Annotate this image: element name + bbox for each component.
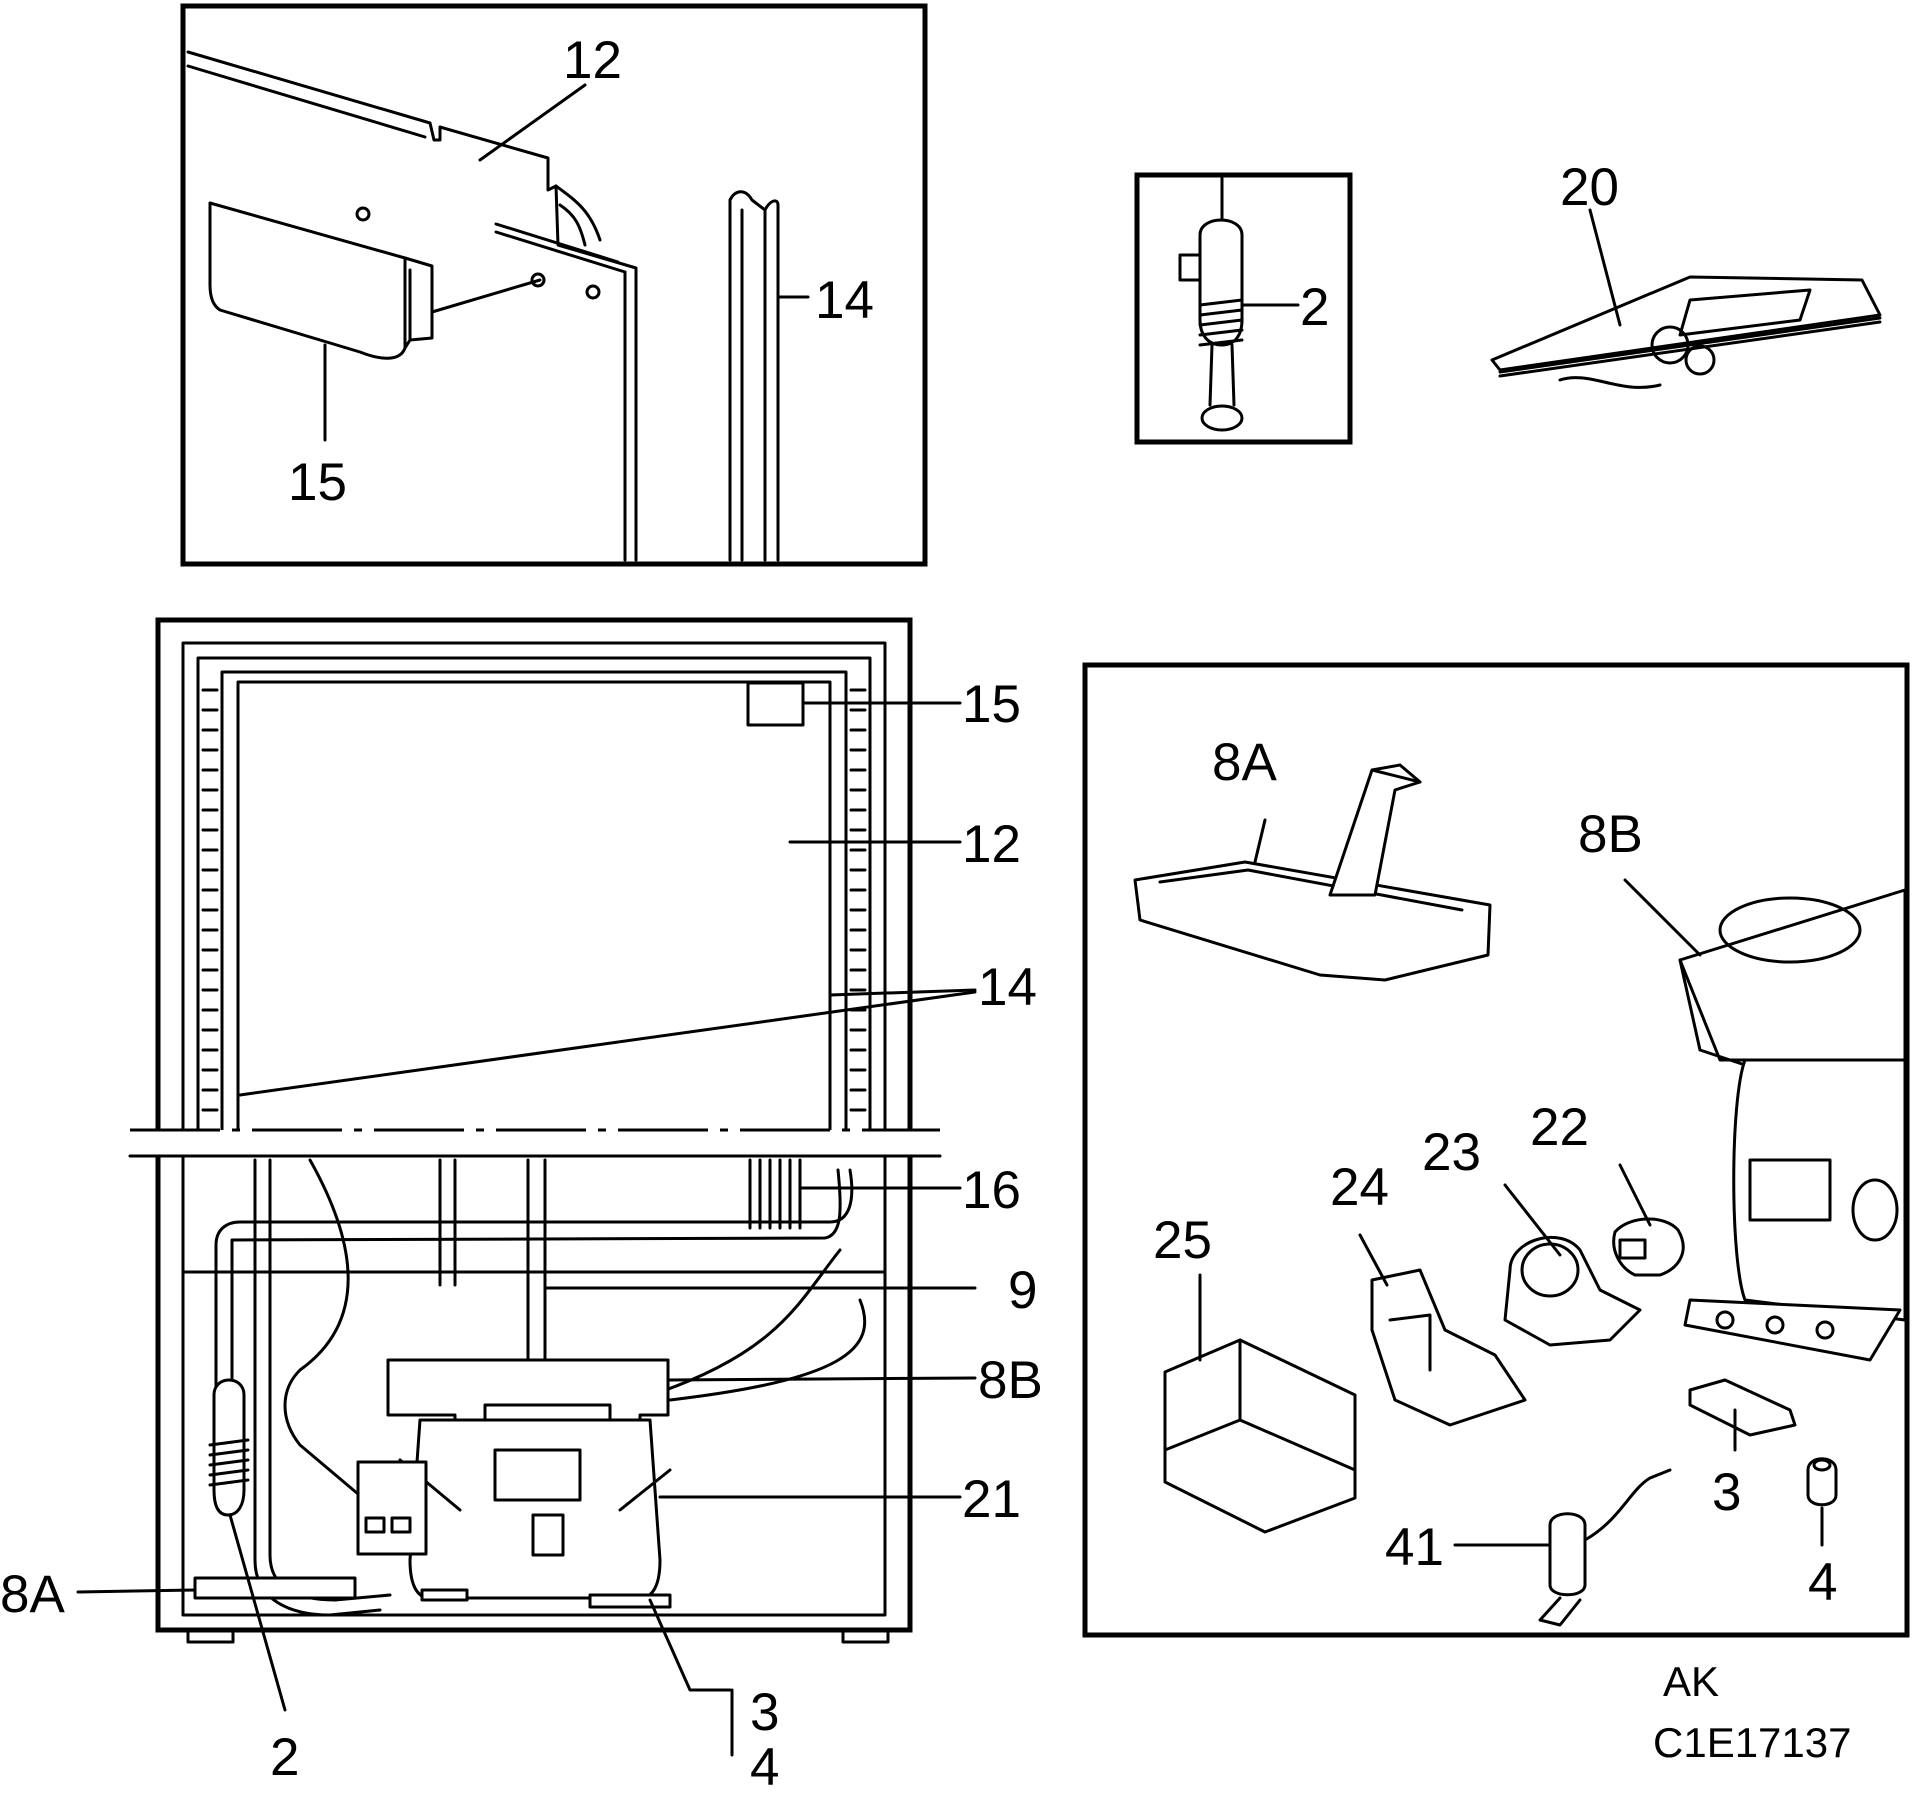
- leader-3-4-cabinet: [648, 1598, 732, 1692]
- callout-21-cabinet: 21: [962, 1470, 1021, 1529]
- callout-14: 14: [815, 271, 874, 330]
- callout-8a-cabinet: 8A: [0, 1565, 65, 1624]
- leader-2-cabinet: [228, 1513, 287, 1712]
- callout-2-inset: 2: [1300, 278, 1329, 337]
- part-22-protector: [1612, 1217, 1685, 1277]
- door-gasket-drawing: [728, 190, 780, 562]
- cabinet-outline: [155, 617, 913, 1633]
- thermostat-inset-frame: [1134, 172, 1353, 445]
- callout-41: 41: [1385, 1518, 1444, 1577]
- leader-15-hole: [430, 278, 542, 314]
- callout-4-cabinet: 4: [750, 1738, 779, 1797]
- leader-8b-cabinet: [666, 1376, 977, 1382]
- compressor-parts-panel: 8A 8B 25 24 23 22 3 41 4: [1082, 662, 1910, 1638]
- callout-12: 12: [563, 31, 622, 90]
- part-25-cover: [1163, 1338, 1357, 1534]
- callout-3-parts: 3: [1712, 1463, 1741, 1522]
- callout-12-cabinet: 12: [962, 815, 1021, 874]
- part-3-grommet-plate: [1688, 1378, 1797, 1437]
- callout-4-parts: 4: [1808, 1553, 1837, 1612]
- callout-24: 24: [1330, 1158, 1389, 1217]
- callout-15: 15: [288, 453, 347, 512]
- callout-3-cabinet: 3: [750, 1683, 779, 1742]
- compressor-drawing: [193, 1358, 672, 1609]
- leader-12-top: [478, 83, 587, 162]
- callout-23: 23: [1422, 1123, 1481, 1182]
- part-23-overload: [1503, 1235, 1642, 1347]
- callout-8b-cabinet: 8B: [978, 1351, 1043, 1410]
- part-24-relay: [1370, 1268, 1527, 1427]
- leader-8a-parts: [1253, 818, 1267, 864]
- part-41-capacitor: [1548, 1512, 1587, 1597]
- door-panel-drawing: [186, 50, 638, 562]
- leader-23: [1503, 1183, 1562, 1257]
- callout-9-cabinet: 9: [1008, 1261, 1037, 1320]
- callout-8b-parts: 8B: [1578, 805, 1643, 864]
- door-detail-panel: 12 14 15: [180, 3, 928, 567]
- leader-8b-parts: [1623, 878, 1702, 957]
- callout-15-cabinet: 15: [962, 675, 1021, 734]
- gasket-rungs: [201, 688, 867, 1112]
- part-8a-drip-tray: [1133, 763, 1492, 982]
- callout-22: 22: [1530, 1098, 1589, 1157]
- instruction-manual: 20: [1490, 158, 1882, 389]
- cabinet-rear-view: 15 12 14 16 9 8B 21 8A 2 3 4: [0, 617, 1043, 1797]
- parts-panel-frame: [1082, 662, 1910, 1638]
- door-detail-frame: [180, 3, 928, 567]
- door-handle-drawing: [208, 201, 434, 360]
- drawing-code-ak: AK: [1663, 1658, 1719, 1705]
- callout-14-cabinet: 14: [978, 958, 1037, 1017]
- drawing-number: C1E17137: [1653, 1719, 1852, 1766]
- leader-22: [1618, 1163, 1652, 1227]
- part-4-grommet: [1806, 1457, 1838, 1507]
- leader-20: [1588, 208, 1622, 327]
- callout-8a-parts: 8A: [1212, 733, 1277, 792]
- leader-14a-cabinet: [828, 988, 977, 997]
- callout-16-cabinet: 16: [962, 1161, 1021, 1220]
- callout-2-cabinet: 2: [270, 1728, 299, 1787]
- manual-booklet: [1490, 275, 1882, 372]
- thermostat-inset: 2: [1134, 172, 1353, 445]
- cabinet-handle-15: [746, 681, 805, 727]
- part-8b-compressor-assembly: [1678, 888, 1907, 1362]
- callout-20: 20: [1560, 158, 1619, 217]
- callout-25: 25: [1153, 1211, 1212, 1270]
- leader-14b-cabinet: [238, 990, 977, 1097]
- leader-8a-cabinet: [76, 1588, 197, 1594]
- leader-24: [1358, 1233, 1389, 1287]
